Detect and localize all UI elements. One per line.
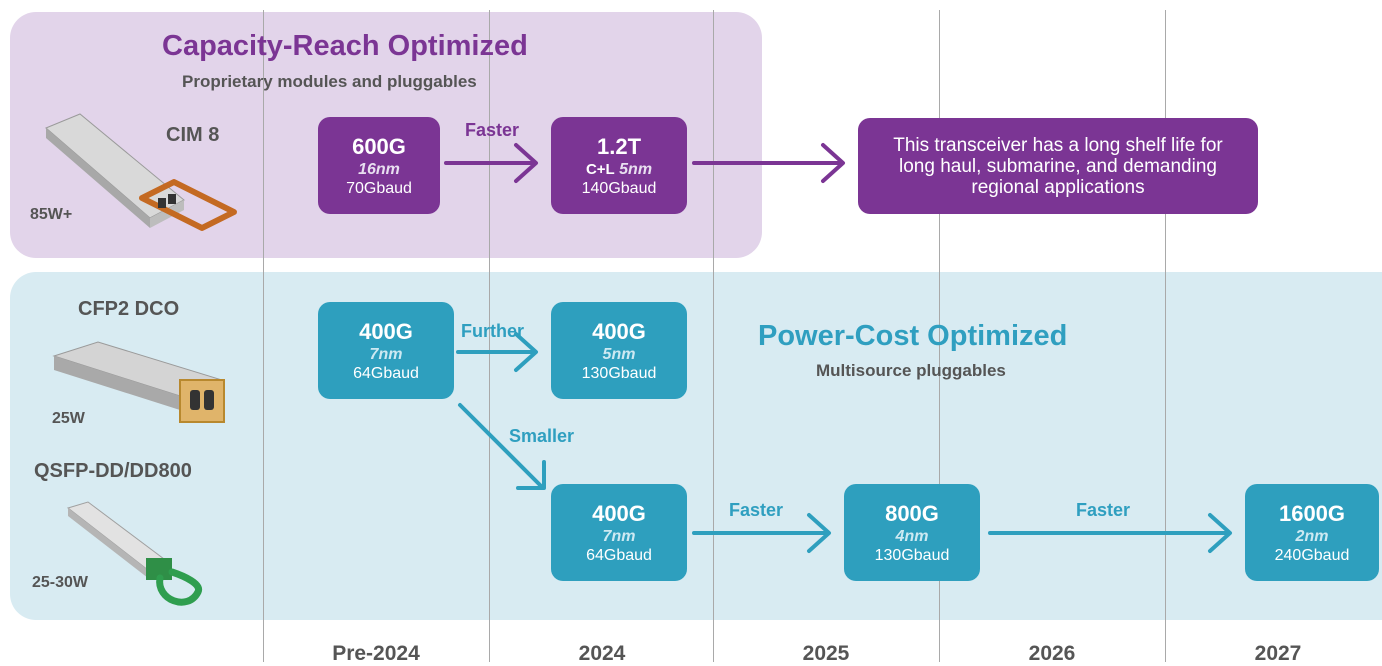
arrow-label-further: Further — [461, 321, 524, 341]
power-box-400g-5nm: 400G 5nm 130Gbaud — [551, 302, 687, 399]
capacity-subtitle: Proprietary modules and pluggables — [182, 72, 477, 91]
power-box-800g: 800G 4nm 130Gbaud — [844, 484, 980, 581]
power-cost-band — [10, 272, 1382, 620]
box-baud: 130Gbaud — [581, 364, 657, 382]
box-band: C+L — [585, 160, 615, 178]
capacity-box-600g: 600G 16nm 70Gbaud — [318, 117, 440, 214]
year-label: 2024 — [578, 642, 626, 665]
power-cost-title: Power-Cost Optimized — [758, 320, 1068, 352]
box-node: 7nm — [602, 527, 636, 545]
cfp2-power: 25W — [52, 410, 85, 427]
box-node: 7nm — [369, 345, 403, 363]
box-baud: 64Gbaud — [586, 546, 652, 564]
arrow-faster-2027 — [988, 513, 1232, 553]
box-baud: 64Gbaud — [353, 364, 419, 382]
cfp2-module-icon — [52, 341, 225, 423]
capacity-box-1-2t: 1.2T C+L 5nm 140Gbaud — [551, 117, 687, 214]
timeline-divider — [263, 10, 264, 662]
power-box-400g-7nm-small: 400G 7nm 64Gbaud — [551, 484, 687, 581]
box-node: 4nm — [895, 527, 929, 545]
year-label: Pre-2024 — [332, 642, 420, 665]
arrow-label-smaller: Smaller — [509, 426, 575, 446]
cim8-power: 85W+ — [30, 206, 73, 223]
box-node: 16nm — [358, 160, 400, 178]
box-baud: 140Gbaud — [581, 179, 657, 197]
timeline-divider — [939, 10, 940, 662]
qsfp-module-name: QSFP-DD/DD800 — [34, 460, 192, 482]
box-baud: 70Gbaud — [346, 179, 412, 197]
arrow-1-2t-to-note — [692, 143, 845, 183]
box-node: 2nm — [1295, 527, 1329, 545]
arrow-label-faster-2027: Faster — [1076, 500, 1131, 520]
box-baud: 240Gbaud — [1274, 546, 1350, 564]
year-label: 2026 — [1028, 642, 1076, 665]
box-capacity: 1600G — [1278, 500, 1346, 526]
box-baud: 130Gbaud — [874, 546, 950, 564]
box-node: 5nm — [619, 160, 653, 178]
arrow-smaller — [458, 403, 546, 490]
box-capacity: 400G — [359, 318, 413, 344]
box-node: 5nm — [602, 345, 636, 363]
box-capacity: 400G — [592, 500, 646, 526]
timeline-divider — [489, 10, 490, 662]
timeline-divider — [1165, 10, 1166, 662]
arrow-faster-2025 — [692, 513, 831, 553]
year-label: 2025 — [802, 642, 850, 665]
arrow-further — [456, 332, 538, 372]
box-capacity: 1.2T — [596, 133, 642, 159]
box-capacity: 600G — [352, 133, 406, 159]
box-capacity: 400G — [592, 318, 646, 344]
year-label: 2027 — [1254, 642, 1302, 665]
transceiver-module-icon — [45, 113, 237, 231]
cfp2-module-name: CFP2 DCO — [78, 298, 180, 320]
qsfp-power: 25-30W — [32, 574, 89, 591]
arrow-label-faster: Faster — [465, 120, 520, 140]
power-cost-subtitle: Multisource pluggables — [816, 361, 1006, 380]
arrow-600g-to-1-2t — [444, 143, 538, 183]
power-box-1600g: 1600G 2nm 240Gbaud — [1245, 484, 1379, 581]
capacity-title: Capacity-Reach Optimized — [162, 30, 528, 62]
capacity-note: This transceiver has a long shelf life f… — [858, 118, 1258, 214]
box-capacity: 800G — [885, 500, 939, 526]
timeline-divider — [713, 10, 714, 662]
arrow-label-faster-2025: Faster — [729, 500, 784, 520]
qsfp-module-icon — [66, 501, 202, 606]
cim8-module-name: CIM 8 — [166, 124, 220, 146]
power-box-400g-7nm: 400G 7nm 64Gbaud — [318, 302, 454, 399]
